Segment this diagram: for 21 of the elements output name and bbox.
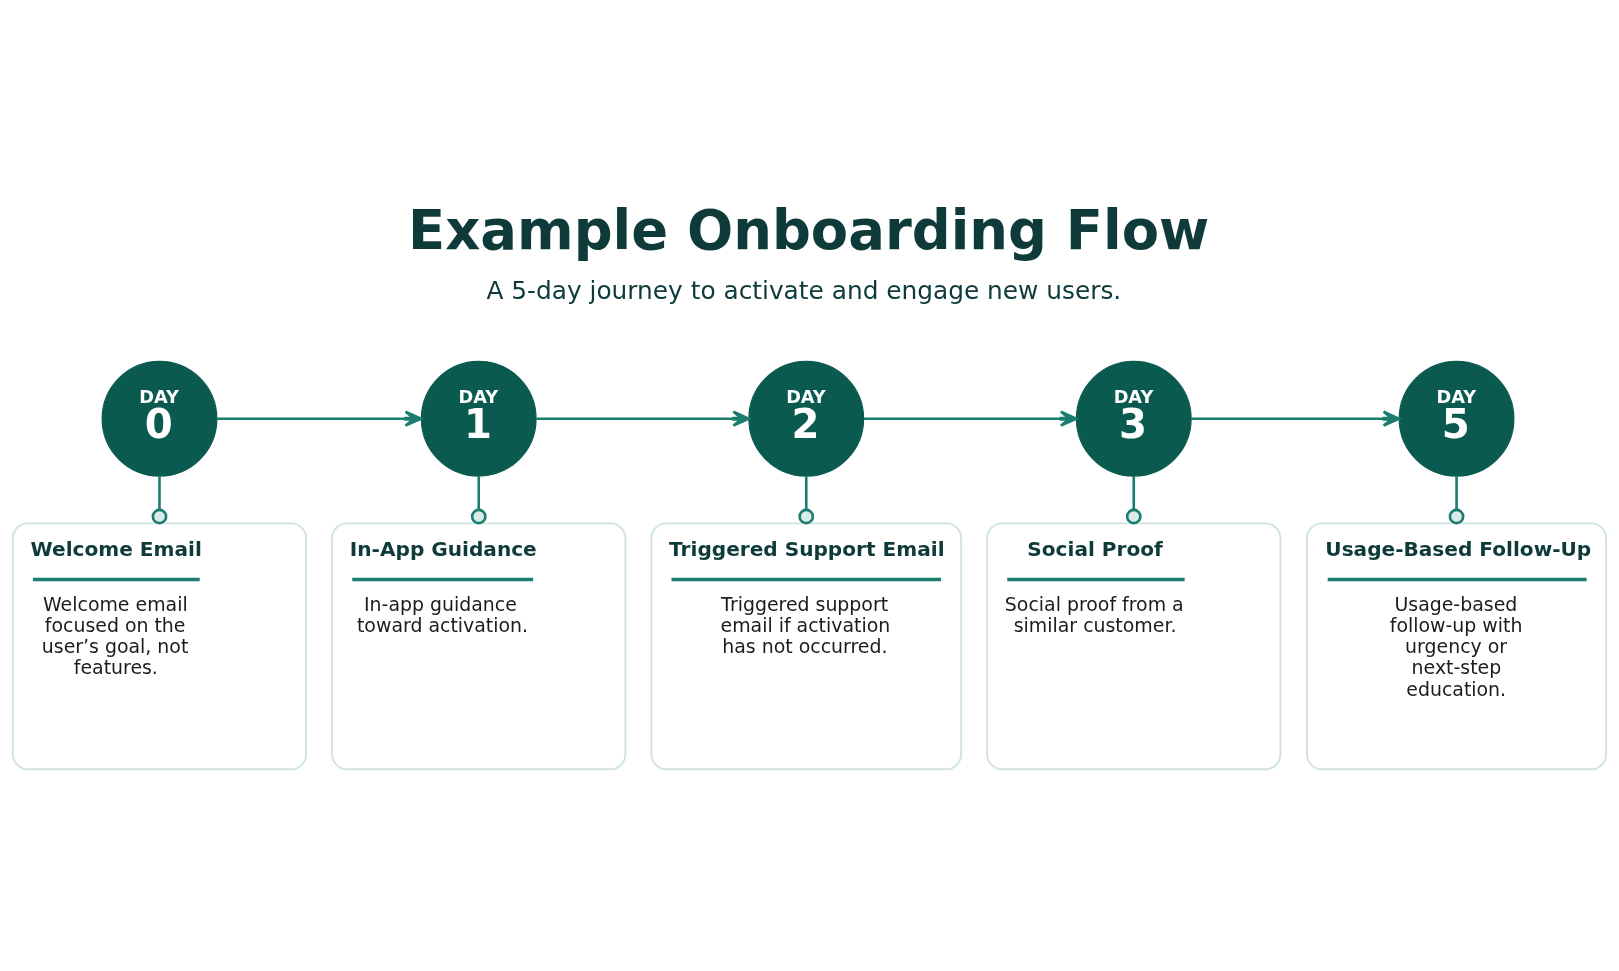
connector [1448, 476, 1465, 525]
node-box: Welcome Email Welcome email focused on the user’s goal, not features. [11, 522, 308, 771]
node-box: Social Proof Social proof from a similar customer. [986, 522, 1282, 771]
label: A 5-day journey to activate and engage new users. [486, 276, 1122, 306]
arrow [536, 410, 751, 427]
arrow [1191, 410, 1401, 427]
node-circle: DAY 1 [420, 360, 537, 477]
node-circle: DAY 0 [101, 360, 218, 477]
connector [470, 476, 487, 525]
diagram-title: Example Onboarding Flow [408, 198, 1210, 262]
connector [798, 476, 815, 525]
node-box: Usage-Based Follow-Up Usage-based follow-up with urgency or next-step education. [1306, 522, 1608, 771]
connector [151, 476, 168, 525]
node-circle: DAY 2 [748, 360, 865, 477]
node-circle: DAY 5 [1398, 360, 1515, 477]
connector [1125, 476, 1142, 525]
arrow [863, 410, 1078, 427]
node-box: Triggered Support Email Triggered support email if activation has not occurred. [650, 522, 963, 771]
arrow [216, 410, 423, 427]
node-circle: DAY 3 [1075, 360, 1192, 477]
node-box: In-App Guidance In-app guidance toward activation. [331, 522, 627, 771]
